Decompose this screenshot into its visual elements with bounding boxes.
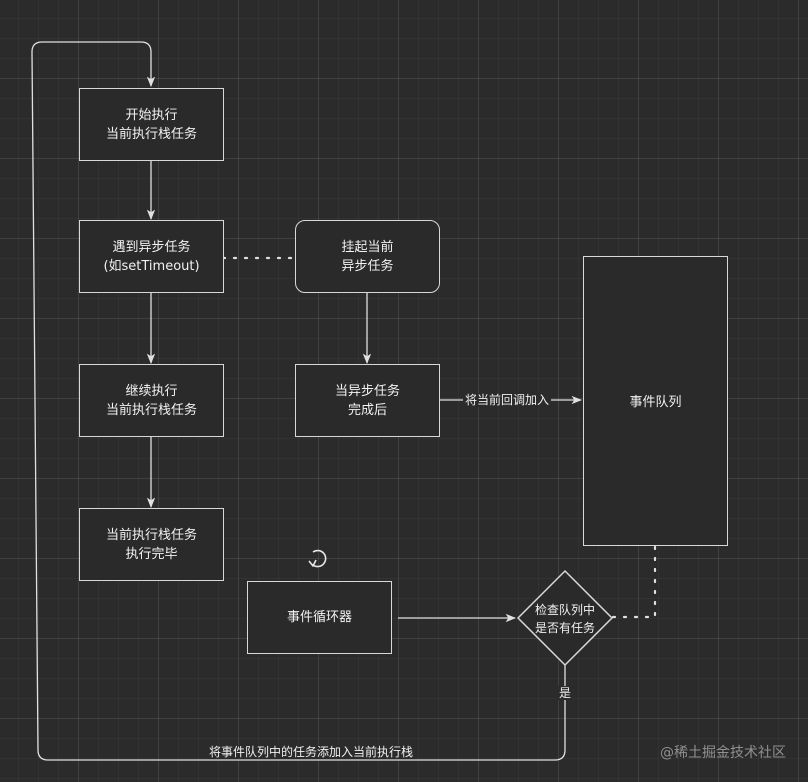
- node-continue-exec-line2: 当前执行栈任务: [105, 402, 197, 418]
- node-event-loop-label: 事件循环器: [286, 610, 352, 625]
- node-continue-exec-line1: 继续执行: [125, 383, 178, 399]
- node-check-queue-line1: 检查队列中: [534, 603, 595, 617]
- node-event-loop: 事件循环器: [247, 581, 392, 654]
- edge-label-yes: 是: [557, 686, 574, 700]
- node-meet-async-line2: (如setTimeout): [103, 258, 200, 274]
- node-continue-exec: 继续执行 当前执行栈任务: [79, 364, 224, 437]
- node-check-queue-line2: 是否有任务: [534, 621, 595, 635]
- dotted-queue-to-check: [610, 545, 657, 619]
- node-suspend-line1: 挂起当前: [341, 239, 394, 255]
- arrow-loop-back: [31, 41, 566, 761]
- refresh-icon: [308, 549, 327, 568]
- node-stack-done-line1: 当前执行栈任务: [105, 527, 197, 543]
- node-async-done-line1: 当异步任务: [334, 383, 400, 399]
- watermark: @稀土掘金技术社区: [660, 745, 786, 761]
- node-meet-async: 遇到异步任务 (如setTimeout): [79, 220, 224, 293]
- node-suspend-line2: 异步任务: [341, 258, 394, 274]
- node-start-exec-line1: 开始执行: [125, 107, 178, 123]
- node-event-queue: 事件队列: [583, 256, 728, 546]
- node-async-done-line2: 完成后: [347, 402, 387, 418]
- node-suspend: 挂起当前 异步任务: [295, 220, 440, 293]
- node-event-queue-label: 事件队列: [629, 395, 682, 410]
- node-stack-done-line2: 执行完毕: [125, 546, 178, 562]
- node-start-exec-line2: 当前执行栈任务: [105, 126, 197, 142]
- node-async-done: 当异步任务 完成后: [295, 364, 440, 437]
- node-stack-done: 当前执行栈任务 执行完毕: [79, 508, 224, 581]
- node-check-queue: 检查队列中 是否有任务: [520, 600, 610, 638]
- node-meet-async-line1: 遇到异步任务: [112, 239, 191, 255]
- node-start-exec: 开始执行 当前执行栈任务: [79, 88, 224, 161]
- edge-label-add-callback: 将当前回调加入: [463, 393, 552, 407]
- edge-label-push-to-stack: 将事件队列中的任务添加入当前执行栈: [207, 745, 416, 759]
